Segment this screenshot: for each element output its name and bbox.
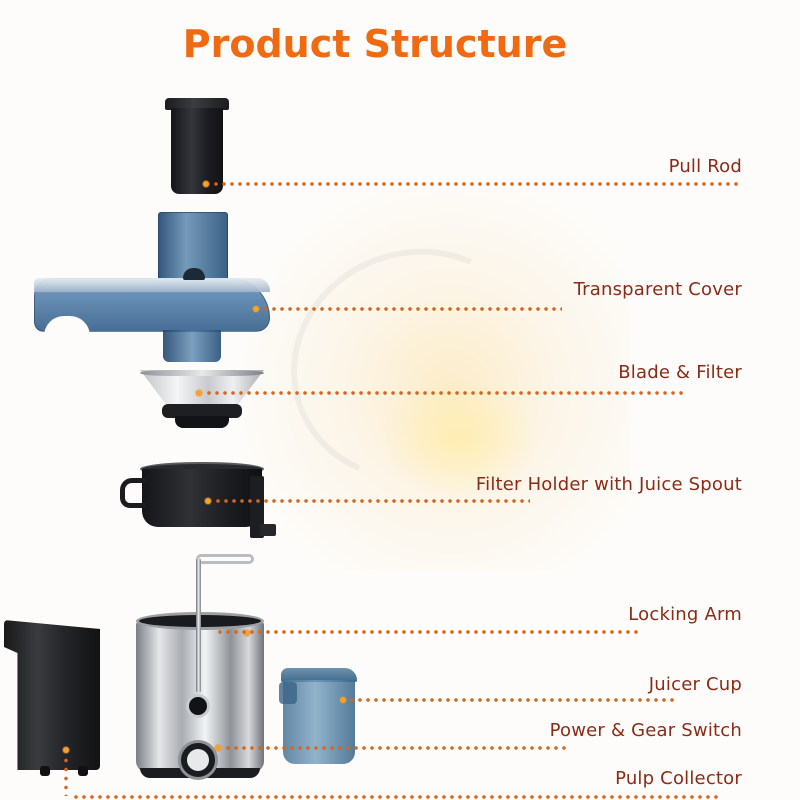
pull-rod-illustration <box>165 98 229 198</box>
filter-holder-illustration <box>120 462 280 552</box>
juicer-cup-lid <box>281 668 357 682</box>
label-locking-arm: Locking Arm <box>628 604 742 625</box>
label-blade-filter: Blade & Filter <box>618 362 742 383</box>
cover-lid-rim <box>34 278 270 292</box>
pull-rod-leader-line <box>212 182 740 186</box>
pulp-collector-anchor-dot <box>63 747 69 753</box>
holder-handle <box>120 478 146 508</box>
locking-arm-loop <box>196 554 254 564</box>
cover-knob <box>183 268 205 280</box>
blade-base <box>162 404 242 418</box>
blade-filter-anchor-dot <box>196 390 202 396</box>
pulp-collector-foot <box>40 766 50 776</box>
pulp-collector-foot <box>78 766 88 776</box>
pulp-collector-illustration <box>4 620 100 780</box>
blade-foot <box>175 416 229 428</box>
blade-filter-illustration <box>140 370 264 430</box>
filter-holder-anchor-dot <box>205 498 211 504</box>
power-switch-face <box>187 749 209 771</box>
transparent-cover-leader-line <box>262 307 562 311</box>
transparent-cover-anchor-dot <box>253 306 259 312</box>
holder-body <box>142 469 262 527</box>
locking-arm-rod <box>196 558 201 693</box>
locking-arm-leader-line <box>216 630 642 634</box>
motor-base-illustration <box>136 554 264 782</box>
label-juicer-cup: Juicer Cup <box>648 674 742 695</box>
blade-filter-leader-line <box>205 391 687 395</box>
background-fruit-glow <box>380 380 540 500</box>
pull-rod-cap <box>165 98 229 110</box>
juice-spout <box>250 476 264 538</box>
power-switch-leader-line <box>224 746 568 750</box>
juicer-cup-handle <box>279 682 297 704</box>
cover-neck <box>163 330 221 362</box>
cover-notch <box>44 316 90 336</box>
juice-spout-tip <box>260 524 276 536</box>
pull-rod-body <box>171 108 223 194</box>
juicer-cup-illustration <box>279 668 359 768</box>
pulp-collector-leader-line <box>72 795 720 799</box>
pull-rod-anchor-dot <box>203 181 209 187</box>
label-transparent-cover: Transparent Cover <box>573 279 742 300</box>
pulp-collector-body <box>4 620 100 770</box>
filter-rim <box>140 370 264 376</box>
transparent-cover-illustration <box>0 212 280 362</box>
label-filter-holder: Filter Holder with Juice Spout <box>475 474 742 495</box>
label-pulp-collector: Pulp Collector <box>615 768 742 789</box>
pulp-collector-leader-vertical <box>64 756 68 796</box>
filter-holder-leader-line <box>214 499 530 503</box>
label-power-gear-switch: Power & Gear Switch <box>549 720 742 741</box>
label-pull-rod: Pull Rod <box>668 156 742 177</box>
juicer-cup-leader-line <box>348 698 676 702</box>
page-title: Product Structure <box>182 22 568 66</box>
power-switch-anchor-dot <box>215 745 221 751</box>
juicer-cup-anchor-dot <box>340 697 346 703</box>
locking-arm-pivot <box>186 694 210 718</box>
